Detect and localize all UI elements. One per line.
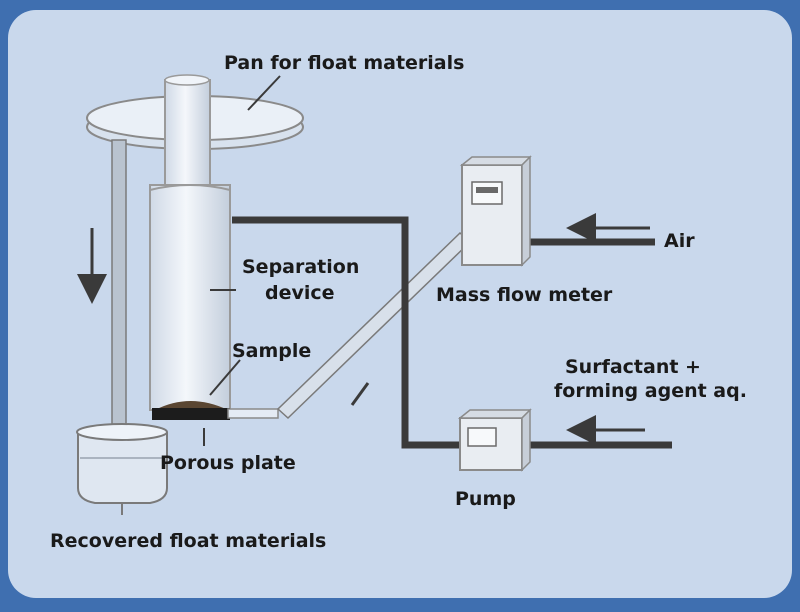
recovered-beaker [76, 423, 168, 515]
porous-plate [152, 408, 230, 420]
sample-pile [155, 401, 228, 410]
separation-label-line2: device [265, 282, 335, 304]
air-label: Air [664, 230, 695, 252]
surfactant-line [232, 216, 462, 449]
porous-plate-label: Porous plate [160, 452, 296, 474]
mass-flow-meter [459, 155, 532, 267]
pump [457, 408, 532, 472]
mass-flow-meter-label: Mass flow meter [436, 284, 613, 306]
separation-label-line1: Separation [242, 256, 360, 278]
overflow-tube [111, 139, 127, 466]
pan-label: Pan for float materials [224, 52, 465, 74]
surfactant-label-line1: Surfactant + [565, 356, 701, 378]
sample-label: Sample [232, 340, 312, 362]
column-neck [164, 79, 211, 186]
recovered-label: Recovered float materials [50, 530, 327, 552]
surfactant-label-line2: forming agent aq. [554, 380, 747, 402]
separation-column [149, 184, 231, 411]
pump-label: Pump [455, 488, 516, 510]
